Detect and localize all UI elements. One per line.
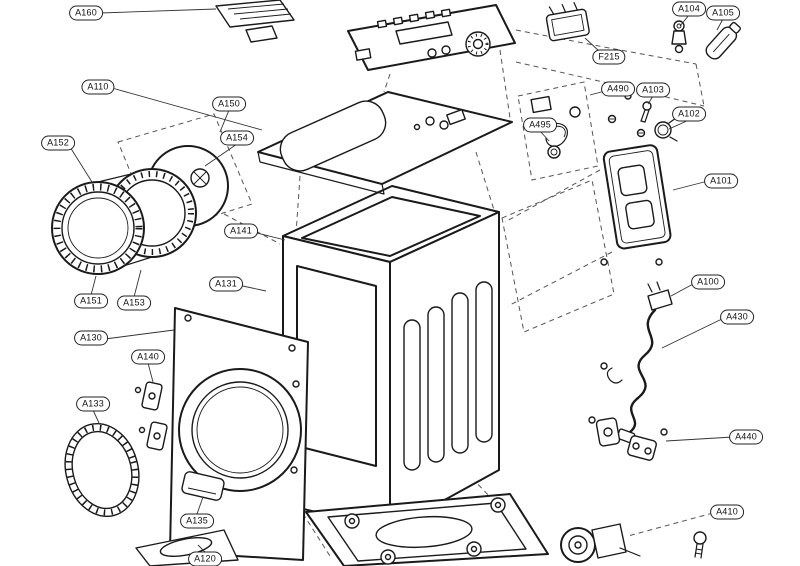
construction-lines: [117, 29, 714, 557]
label-a150: A150: [212, 96, 246, 112]
cabinet: [282, 185, 500, 531]
control-panel: [347, 4, 516, 71]
label-a101: A101: [704, 173, 738, 189]
label-a133: A133: [76, 396, 110, 412]
hose-clamp: [654, 117, 678, 142]
label-a430: A430: [720, 309, 754, 325]
label-a130: A130: [74, 330, 108, 346]
label-a131: A131: [209, 276, 243, 292]
accessory-kit: [517, 81, 599, 181]
pressure-hose: [705, 21, 741, 60]
label-f215: F215: [592, 49, 626, 65]
label-a141: A141: [224, 223, 258, 239]
top-plate: [257, 91, 513, 195]
label-a495: A495: [523, 117, 557, 133]
label-a152: A152: [41, 135, 75, 151]
noise-filter: [545, 1, 590, 42]
label-a110: A110: [81, 79, 115, 95]
label-a100: A100: [691, 274, 725, 290]
label-a490: A490: [601, 81, 635, 97]
screw-a103: [640, 101, 652, 123]
base-assembly: [305, 493, 549, 566]
door-gasket: [64, 422, 140, 518]
label-a440: A440: [729, 429, 763, 445]
label-a153: A153: [117, 295, 151, 311]
rear-panel: [602, 144, 672, 250]
label-a151: A151: [74, 293, 108, 309]
drain-pump: [560, 523, 707, 563]
tub-assembly: [51, 145, 229, 275]
label-a102: A102: [672, 106, 706, 122]
hinges: [134, 381, 168, 451]
label-a135: A135: [180, 513, 214, 529]
label-a154: A154: [220, 130, 254, 146]
label-a103: A103: [636, 82, 670, 98]
front-panel: [169, 307, 309, 561]
label-a410: A410: [710, 504, 744, 520]
label-a140: A140: [131, 349, 165, 365]
dampers: [588, 416, 668, 461]
leader-lines: [69, 8, 734, 553]
label-a160: A160: [69, 5, 103, 21]
label-a105: A105: [706, 5, 740, 21]
label-a104: A104: [672, 1, 706, 17]
inlet-valve: [671, 20, 687, 54]
top-trim-panel: [215, 0, 295, 43]
label-a120: A120: [188, 551, 222, 566]
